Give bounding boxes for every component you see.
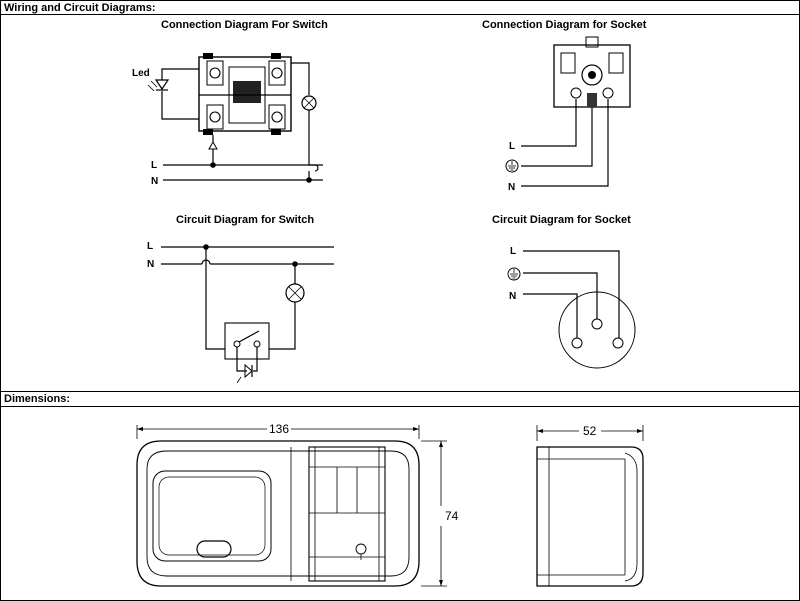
circuit-earth-icon [507,267,521,281]
earth-icon [505,159,519,173]
led-label: Led [132,68,150,79]
line-label: L [151,160,157,171]
depth-dimension: 52 [583,424,597,438]
width-dimension: 136 [269,422,289,436]
circuit-socket-line-label: L [510,246,516,257]
circuit-switch-box [224,322,270,360]
circuit-diagram-socket-title: Circuit Diagram for Socket [492,214,631,226]
height-dimension: 74 [445,509,459,523]
side-view-drawing: 52 [536,424,644,587]
connection-diagram-socket: L N [505,36,631,193]
front-view-drawing: 136 74 [136,422,459,587]
connection-diagram-switch: Led [132,53,323,187]
led-icon [154,79,170,91]
circuit-diagram-switch-title: Circuit Diagram for Switch [176,214,315,226]
socket-neutral-label: N [508,182,515,193]
circuit-neutral-label: N [147,259,154,270]
circuit-diagram-switch: L N [147,241,334,384]
rocker-indicator [196,540,232,558]
circuit-line-label: L [147,241,153,252]
neutral-label: N [151,176,158,187]
circuit-diagram-socket: L N [507,246,636,369]
circuit-socket-neutral-label: N [509,291,516,302]
dimensions-section-header: Dimensions: [1,391,799,407]
socket-face [558,291,636,369]
socket-lid [308,446,386,582]
connection-diagram-switch-title: Connection Diagram For Switch [161,19,328,31]
socket-line-label: L [509,141,515,152]
wiring-section-header: Wiring and Circuit Diagrams: [1,1,799,15]
circuit-led-icon [244,363,253,379]
connection-diagram-socket-title: Connection Diagram for Socket [482,19,647,31]
